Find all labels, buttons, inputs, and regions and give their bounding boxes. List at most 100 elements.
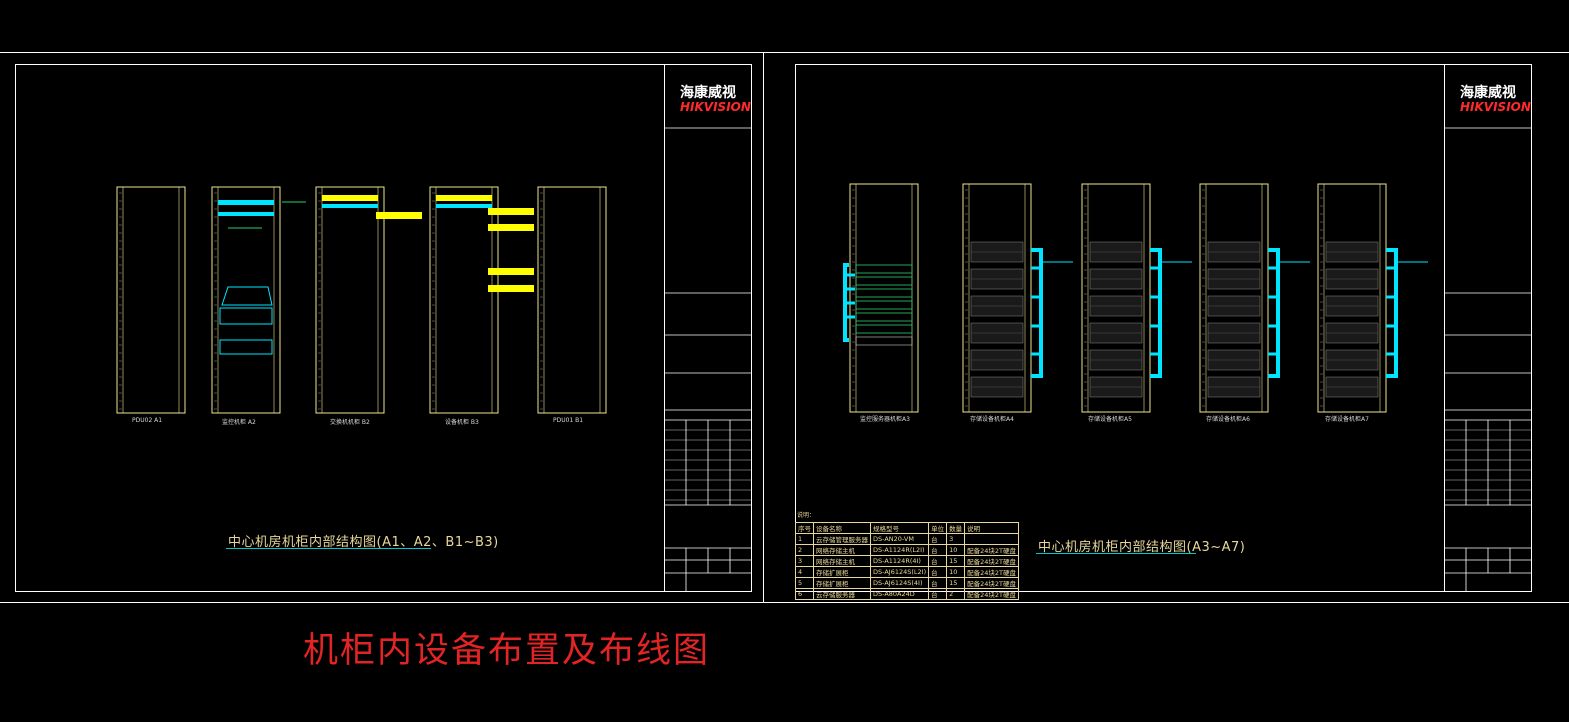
sheet1-title: 中心机房机柜内部结构图(A1、A2、B1~B3)	[228, 535, 499, 550]
cabinet-label-a5: 存储设备机柜A5	[1088, 416, 1132, 423]
table-cell: 台	[928, 555, 948, 567]
equipment-unit	[436, 195, 492, 201]
cabinet-label-b3: 设备机柜 B3	[445, 419, 479, 426]
table-cell: DS-AJ6124S(L2I)	[869, 566, 930, 578]
main-title: 机柜内设备布置及布线图	[303, 631, 711, 671]
table-row: 1 云存储管理服务器 DS-AN20-VM 台 3	[795, 533, 1020, 545]
server-unit	[855, 312, 913, 322]
table-row: 6 云存储服务器 DS-A80A24D 台 2 配备24块2T硬盘	[795, 588, 1020, 600]
sheet2-title: 中心机房机柜内部结构图(A3~A7)	[1038, 540, 1246, 555]
equipment-unit	[322, 204, 378, 208]
sheet1-logo-cn: 海康威视	[680, 85, 736, 101]
sheet1-logo-en: HIKVISION	[680, 100, 751, 114]
equipment-unit	[436, 204, 492, 208]
table-header-cell: 数量	[946, 522, 966, 534]
cabinet-outline	[116, 186, 186, 414]
cabinet-label-a3: 监控服务器机柜A3	[860, 416, 910, 423]
table-cell: DS-A80A24D	[869, 588, 930, 600]
cabinet-outline	[537, 186, 607, 414]
table-cell: 台	[928, 533, 948, 545]
cabinet-outline	[429, 186, 499, 414]
table-cell: 2	[946, 588, 966, 600]
table-header-row: 序号 设备名称 规格型号 单位 数量 说明	[795, 522, 1020, 534]
callout-tag	[488, 224, 534, 231]
table-cell: DS-AJ6124S(4I)	[869, 577, 930, 589]
cabinet-label-a7: 存储设备机柜A7	[1325, 416, 1369, 423]
table-header-cell: 序号	[795, 522, 814, 534]
table-cell: 1	[795, 533, 814, 545]
equipment-unit	[322, 195, 378, 201]
sheet-divider	[763, 52, 764, 603]
cabinet-label-a4: 存储设备机柜A4	[970, 416, 1014, 423]
table-cell: 6	[795, 588, 814, 600]
table-row: 3 网络存储主机 DS-A1124R(4I) 台 15 配备24块2T硬盘	[795, 555, 1020, 567]
table-cell: 配备24块2T硬盘	[964, 588, 1020, 600]
table-cell: 4	[795, 566, 814, 578]
table-cell: 台	[928, 566, 948, 578]
table-cell	[964, 533, 1020, 545]
sheet1-title-block	[664, 64, 752, 592]
cabinet-label-b2: 交换机机柜 B2	[330, 419, 370, 426]
monitor-shape	[221, 286, 273, 306]
table-cell: 配备24块2T硬盘	[964, 566, 1020, 578]
table-cell: 云存储管理服务器	[813, 533, 871, 545]
callout-tag	[488, 285, 534, 292]
sheet1-frame	[15, 64, 752, 592]
table-row: 4 存储扩展柜 DS-AJ6124S(L2I) 台 10 配备24块2T硬盘	[795, 566, 1020, 578]
cabinet-label-a2: 监控机柜 A2	[222, 419, 256, 426]
equipment-table: 序号 设备名称 规格型号 单位 数量 说明 1 云存储管理服务器 DS-AN20…	[795, 522, 1020, 600]
equipment-unit	[218, 200, 274, 205]
cabinet-outline	[849, 183, 919, 413]
callout-tag	[488, 208, 534, 215]
sheet2-frame	[795, 64, 1532, 592]
keyboard-shape	[219, 307, 273, 325]
table-cell: 云存储服务器	[813, 588, 871, 600]
sheet2-title-underline	[1036, 553, 1196, 554]
table-cell: 3	[795, 555, 814, 567]
server-unit	[855, 264, 913, 274]
server-unit	[855, 324, 913, 334]
table-row: 5 存储扩展柜 DS-AJ6124S(4I) 台 15 配备24块2T硬盘	[795, 577, 1020, 589]
table-header-cell: 说明	[964, 522, 1020, 534]
network-link	[1386, 248, 1398, 378]
cabinet-outline	[315, 186, 385, 414]
table-cell: 配备24块2T硬盘	[964, 555, 1020, 567]
table-header-cell: 规格型号	[869, 522, 930, 534]
sheet2-logo-cn: 海康威视	[1460, 85, 1516, 101]
network-link	[1150, 248, 1162, 378]
table-row: 2 网络存储主机 DS-A1124R(L2I) 台 10 配备24块2T硬盘	[795, 544, 1020, 556]
table-cell: DS-AN20-VM	[869, 533, 930, 545]
top-border	[0, 52, 1569, 53]
table-header-cell: 设备名称	[813, 522, 871, 534]
network-link	[1268, 248, 1280, 378]
table-cell: 15	[946, 577, 966, 589]
cabinet-label-a6: 存储设备机柜A6	[1206, 416, 1250, 423]
table-cell: 网络存储主机	[813, 544, 871, 556]
table-cell: 网络存储主机	[813, 555, 871, 567]
network-link	[1031, 248, 1043, 378]
table-cell: DS-A1124R(L2I)	[869, 544, 930, 556]
table-cell: 存储扩展柜	[813, 577, 871, 589]
sheet1-title-underline	[226, 548, 431, 549]
table-cell: 台	[928, 577, 948, 589]
table-cell: 存储扩展柜	[813, 566, 871, 578]
cabinet-label-b1: PDU01 B1	[553, 417, 584, 424]
table-note: 说明：	[797, 512, 816, 519]
server-unit	[855, 288, 913, 298]
table-cell: 3	[946, 533, 966, 545]
bottom-border	[0, 602, 1569, 603]
table-cell: 10	[946, 544, 966, 556]
table-cell: 15	[946, 555, 966, 567]
table-cell: 配备24块2T硬盘	[964, 544, 1020, 556]
callout-tag	[488, 268, 534, 275]
server-unit	[855, 300, 913, 310]
callout-tag	[376, 212, 422, 219]
server-unit	[855, 276, 913, 286]
cabinet-outline	[211, 186, 281, 414]
equipment-unit	[219, 339, 273, 355]
server-unit	[855, 336, 913, 346]
table-cell: 台	[928, 588, 948, 600]
table-cell: 配备24块2T硬盘	[964, 577, 1020, 589]
table-cell: 2	[795, 544, 814, 556]
